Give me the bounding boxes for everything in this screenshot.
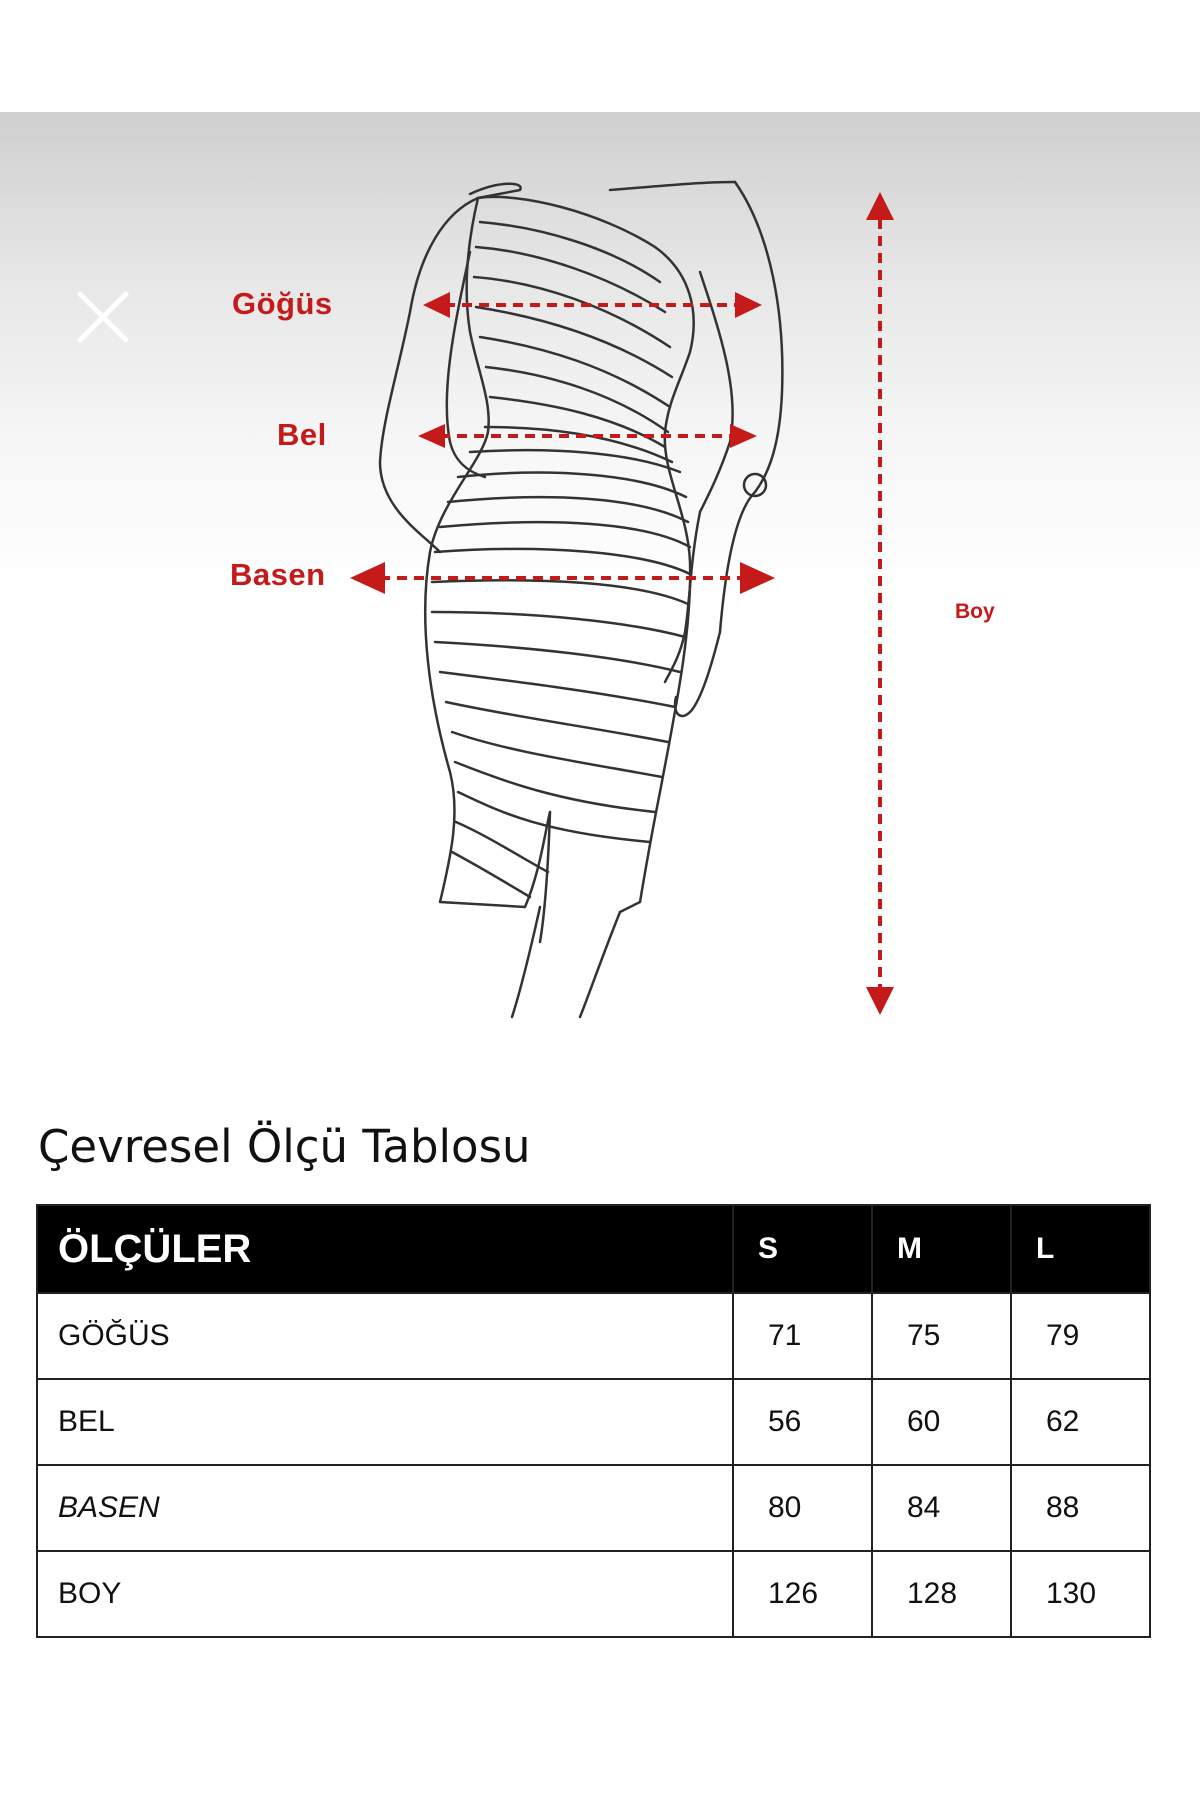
table-row: BOY 126 128 130 bbox=[36, 1550, 1151, 1638]
chest-measure-label: Göğüs bbox=[232, 286, 333, 321]
hip-measure-label: Basen bbox=[230, 557, 326, 592]
cell-value: 56 bbox=[732, 1378, 873, 1466]
table-row: BEL 56 60 62 bbox=[36, 1378, 1151, 1466]
close-button[interactable] bbox=[64, 278, 142, 356]
size-header-l: L bbox=[1010, 1204, 1151, 1294]
cell-value: 128 bbox=[871, 1550, 1012, 1638]
waist-measure-label: Bel bbox=[277, 417, 327, 452]
cell-value: 71 bbox=[732, 1292, 873, 1380]
cell-value: 84 bbox=[871, 1464, 1012, 1552]
table-row: BASEN 80 84 88 bbox=[36, 1464, 1151, 1552]
top-margin bbox=[0, 0, 1200, 112]
row-label-chest: GÖĞÜS bbox=[36, 1292, 734, 1380]
dress-figure-illustration bbox=[350, 180, 894, 1019]
size-table-header-row: ÖLÇÜLER S M L bbox=[36, 1204, 1151, 1294]
close-icon bbox=[77, 291, 129, 343]
row-label-length: BOY bbox=[36, 1550, 734, 1638]
cell-value: 79 bbox=[1010, 1292, 1151, 1380]
row-label-waist: BEL bbox=[36, 1378, 734, 1466]
size-table-title: Çevresel Ölçü Tablosu bbox=[38, 1120, 531, 1173]
table-row: GÖĞÜS 71 75 79 bbox=[36, 1292, 1151, 1380]
cell-value: 130 bbox=[1010, 1550, 1151, 1638]
size-table: ÖLÇÜLER S M L GÖĞÜS 71 75 79 BEL 56 60 6… bbox=[36, 1204, 1151, 1638]
size-header-s: S bbox=[732, 1204, 873, 1294]
measurements-header: ÖLÇÜLER bbox=[36, 1204, 734, 1294]
cell-value: 62 bbox=[1010, 1378, 1151, 1466]
row-label-hip: BASEN bbox=[36, 1464, 734, 1552]
cell-value: 126 bbox=[732, 1550, 873, 1638]
cell-value: 60 bbox=[871, 1378, 1012, 1466]
cell-value: 75 bbox=[871, 1292, 1012, 1380]
cell-value: 80 bbox=[732, 1464, 873, 1552]
length-measure-label: Boy bbox=[955, 600, 995, 623]
size-header-m: M bbox=[871, 1204, 1012, 1294]
cell-value: 88 bbox=[1010, 1464, 1151, 1552]
